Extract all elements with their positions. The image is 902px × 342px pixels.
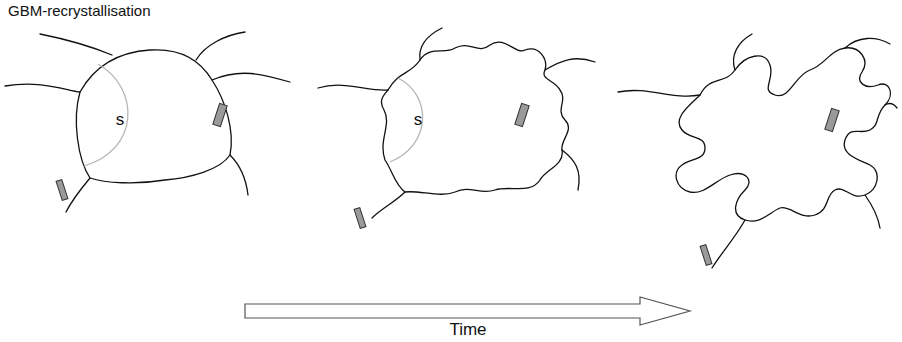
grain-boundary bbox=[318, 85, 388, 90]
second-phase-particle bbox=[825, 108, 839, 131]
grain-boundary bbox=[562, 150, 579, 190]
s-grain-boundary bbox=[390, 78, 423, 162]
grain-boundary bbox=[618, 90, 700, 96]
grain-boundary bbox=[66, 178, 90, 212]
grain-boundary bbox=[5, 84, 80, 92]
grain-boundary bbox=[372, 192, 405, 218]
grain-label: s bbox=[414, 111, 423, 130]
grain-boundary bbox=[676, 48, 890, 221]
grain-boundary bbox=[40, 34, 112, 55]
s-grain-boundary bbox=[84, 64, 128, 166]
axis-label: Time bbox=[449, 321, 486, 340]
grain-boundary bbox=[212, 73, 290, 82]
second-phase-particle bbox=[213, 103, 227, 126]
second-phase-particle bbox=[700, 245, 712, 266]
grain-boundary bbox=[76, 50, 231, 183]
grain-boundary bbox=[381, 42, 568, 194]
second-phase-particle bbox=[515, 103, 529, 126]
grain-boundary bbox=[545, 59, 595, 70]
grain-boundary bbox=[734, 34, 752, 70]
second-phase-particle bbox=[56, 180, 68, 201]
grain-label: s bbox=[116, 111, 125, 130]
grain-boundary bbox=[230, 155, 248, 195]
second-phase-particle bbox=[354, 208, 366, 229]
grain-boundary bbox=[712, 220, 745, 268]
grain-boundary bbox=[845, 38, 890, 48]
grain-boundary bbox=[196, 32, 245, 60]
grain-boundary bbox=[885, 104, 897, 108]
grain-boundary bbox=[865, 195, 880, 228]
diagram-title: GBM-recrystallisation bbox=[8, 3, 151, 20]
grain-boundary bbox=[420, 28, 442, 60]
